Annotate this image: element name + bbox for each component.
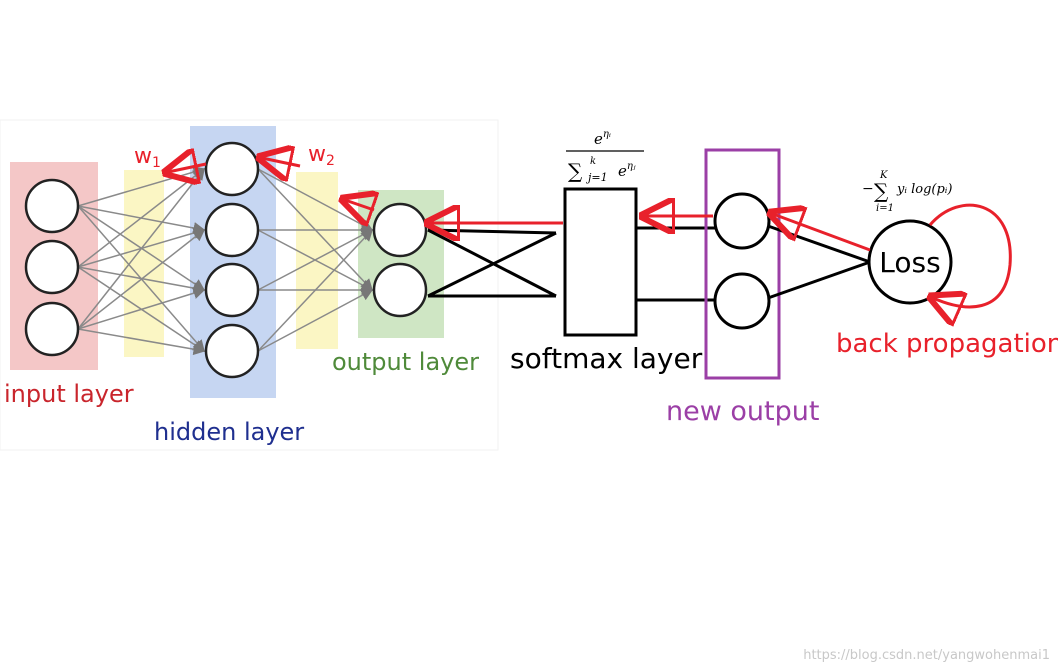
- softmax-sum-lower: j=1: [585, 171, 608, 184]
- input-node-2: [24, 239, 80, 295]
- hidden-node-2: [204, 202, 260, 258]
- loss-formula: − ∑ K i=1 yᵢ log(pᵢ): [862, 170, 952, 214]
- w2-label: w2: [308, 142, 335, 169]
- softmax-layer-label: softmax layer: [510, 342, 703, 375]
- softmax-sum-symbol: ∑: [568, 159, 583, 183]
- new-output-to-loss-edges: [767, 224, 871, 300]
- loss-node: [867, 219, 953, 305]
- loss-term: yᵢ log(pᵢ): [896, 182, 952, 197]
- weight-band-1: [124, 170, 164, 357]
- output-layer-label: output layer: [332, 348, 479, 376]
- loss-minus: −: [862, 181, 874, 197]
- output-node-1: [372, 202, 428, 258]
- hidden-node-4: [204, 323, 260, 379]
- new-output-node-2: [713, 272, 771, 330]
- softmax-to-new-output-edges: [636, 226, 716, 302]
- new-output-label: new output: [666, 396, 819, 427]
- backprop-arrows: [168, 158, 1012, 307]
- loss-label: Loss: [879, 246, 940, 279]
- loss-sum-upper: K: [879, 170, 888, 181]
- softmax-box: [563, 187, 638, 337]
- output-nodes: [372, 202, 428, 318]
- edges-input-hidden: [77, 166, 206, 356]
- backprop-arrow-hidden-to-w1: [168, 164, 207, 172]
- input-nodes: [24, 178, 80, 357]
- watermark: https://blog.csdn.net/yangwohenmai1: [803, 648, 1050, 663]
- backprop-arrow-loss-to-new-output: [773, 214, 871, 252]
- softmax-sum-upper: k: [590, 156, 596, 167]
- softmax-formula: eηᵢ ∑ k j=1 eηⱼ: [566, 129, 644, 184]
- edges-hidden-output: [257, 168, 374, 352]
- backprop-loop-arrow: [930, 203, 1012, 307]
- back-propagation-label: back propagation: [836, 329, 1058, 359]
- softmax-numerator: eηᵢ: [594, 129, 611, 148]
- hidden-node-1: [204, 141, 260, 197]
- loss-sum-symbol: ∑: [874, 179, 889, 203]
- backprop-arrow-output-to-w2: [345, 200, 374, 210]
- w1-label: w1: [134, 144, 161, 171]
- softmax-denominator-term: eηⱼ: [618, 161, 636, 180]
- output-node-2: [372, 262, 428, 318]
- new-output-box: [704, 148, 781, 380]
- hidden-node-3: [204, 262, 260, 318]
- new-output-node-1: [713, 192, 771, 250]
- input-node-3: [24, 301, 80, 357]
- hidden-layer-label: hidden layer: [154, 418, 304, 446]
- input-layer-label: input layer: [4, 380, 134, 408]
- input-node-1: [24, 178, 80, 234]
- hidden-nodes: [204, 141, 260, 379]
- backprop-arrow-w2-to-hidden: [262, 158, 301, 166]
- loss-sum-lower: i=1: [876, 203, 894, 214]
